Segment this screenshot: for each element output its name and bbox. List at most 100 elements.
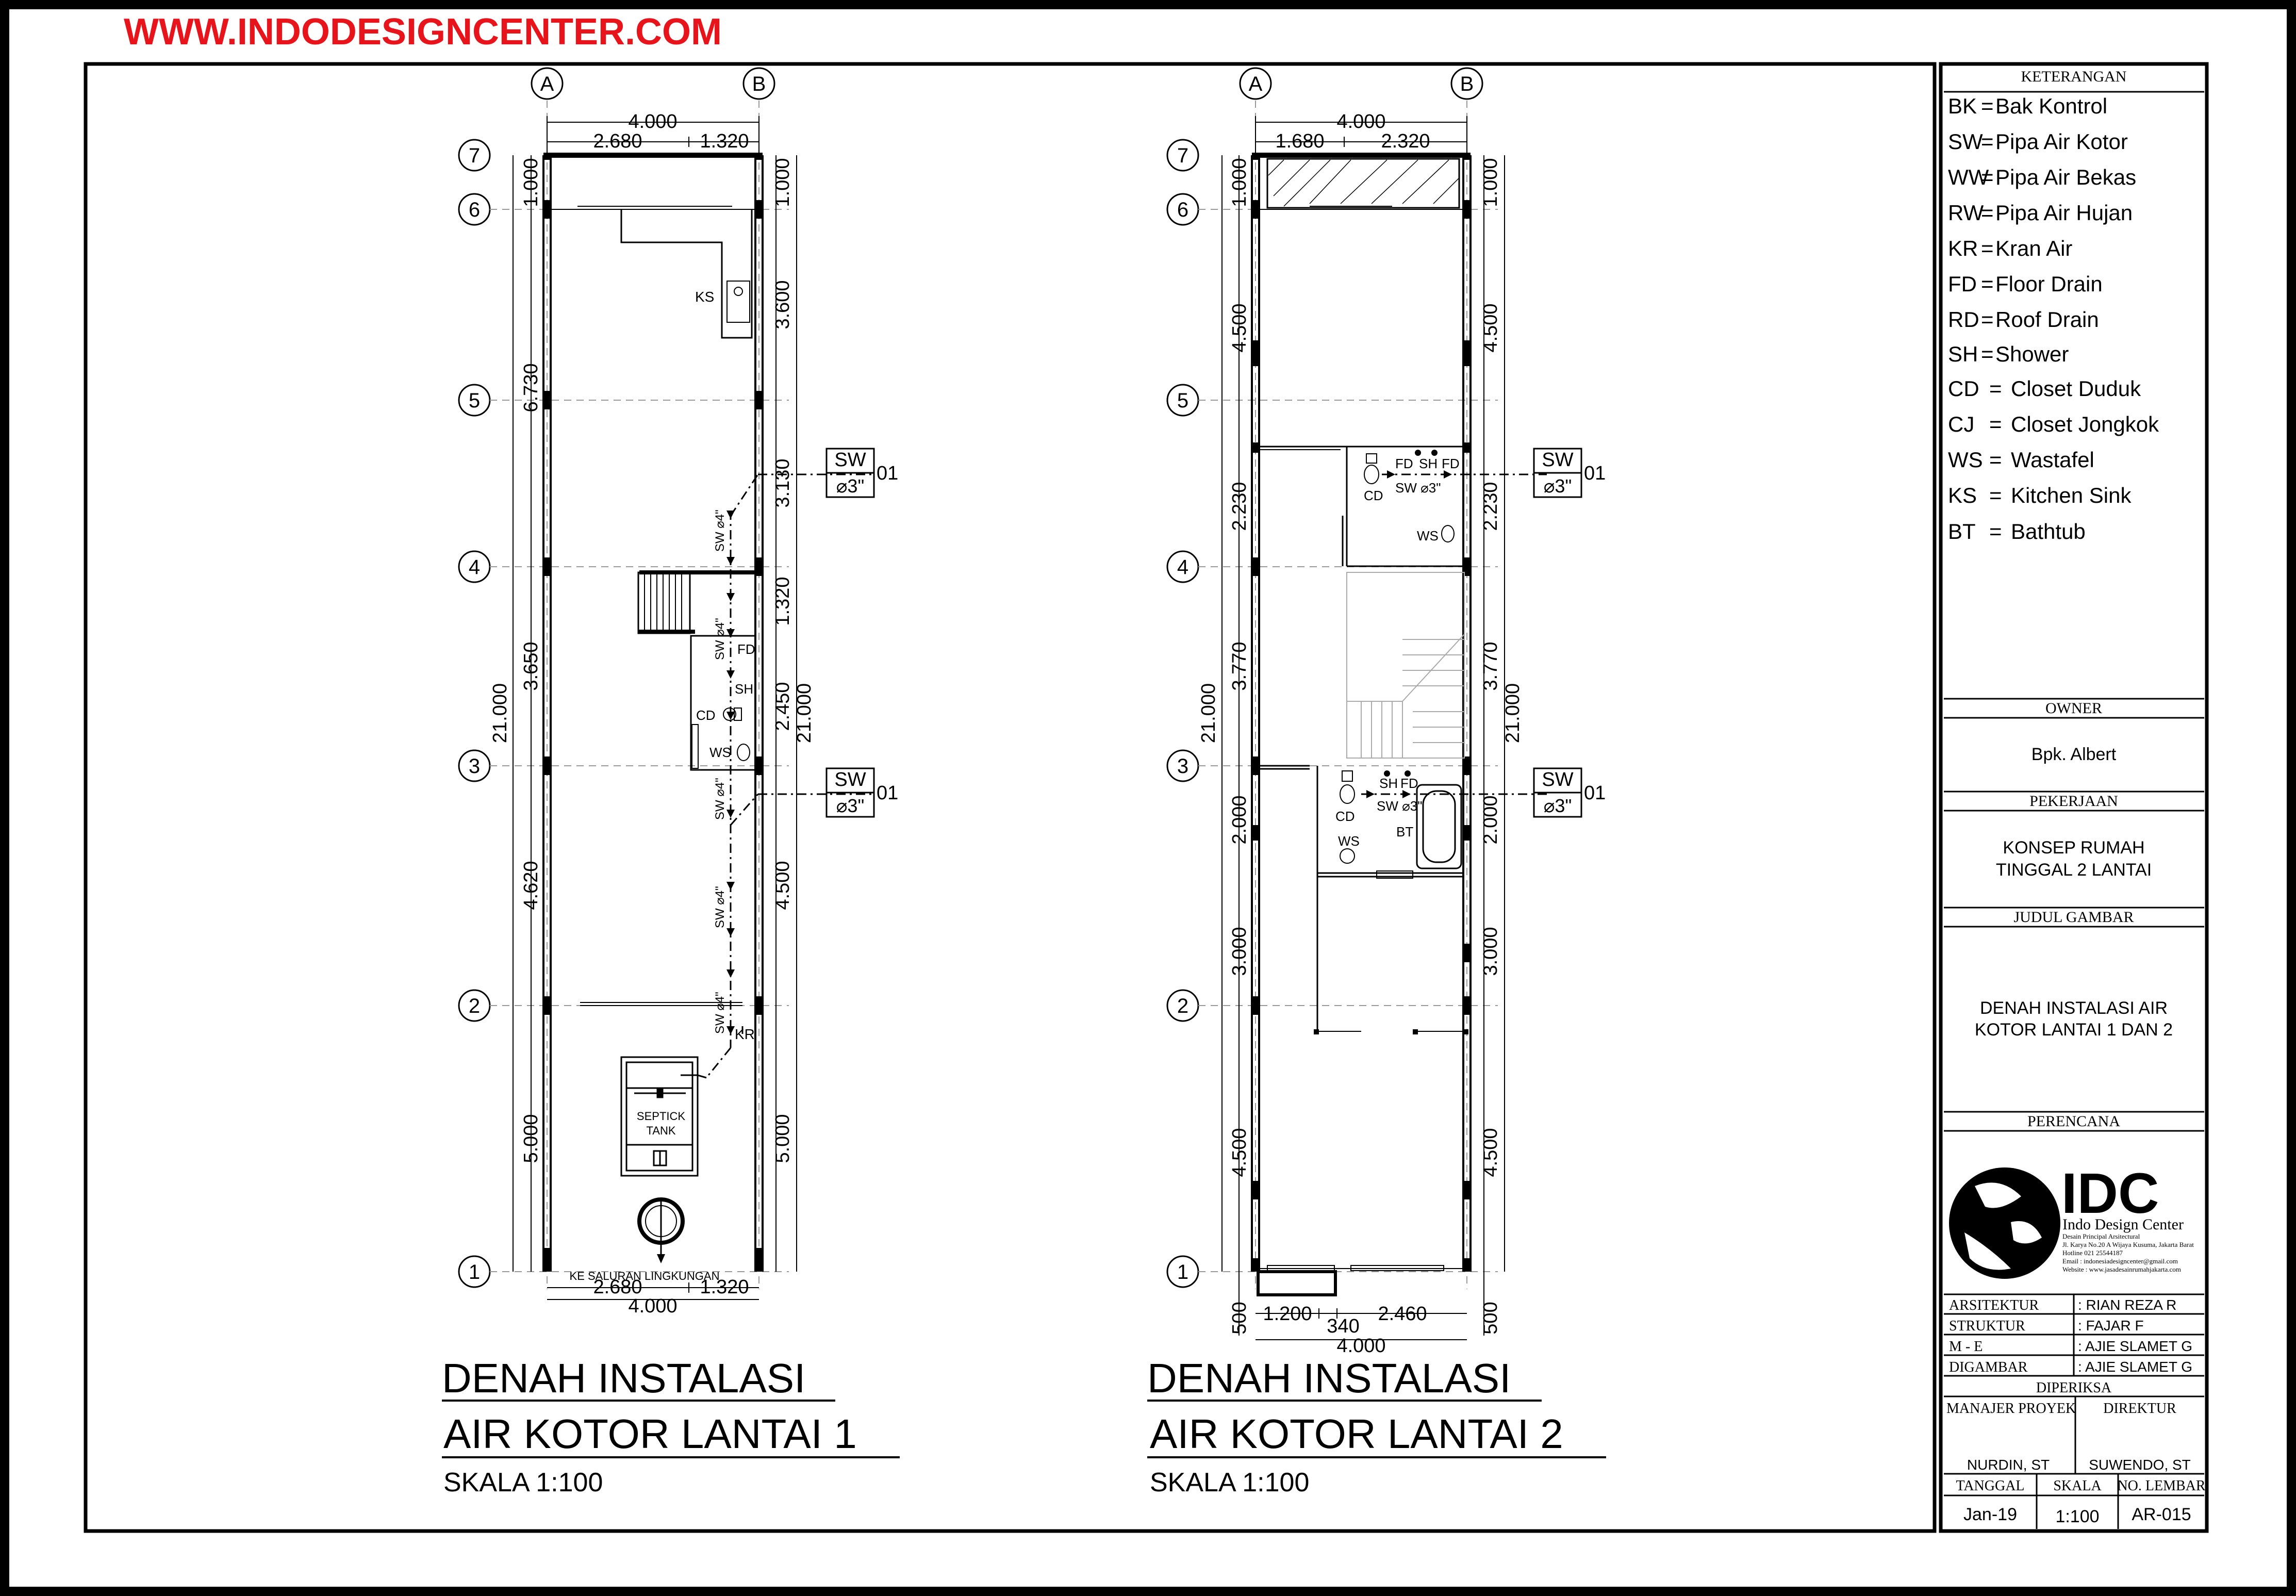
dim-top-total: 4.000: [1336, 111, 1385, 133]
lembar-value: AR-015: [2132, 1505, 2191, 1524]
direktur-name: SUWENDO, ST: [2089, 1457, 2191, 1473]
legend-text: Closet Jongkok: [2011, 412, 2159, 436]
sw-tag-dia: ⌀3": [836, 795, 864, 816]
dim-right: 500: [1480, 1302, 1501, 1334]
sw-tag-text: SW: [1542, 769, 1573, 791]
septic-label-2: TANK: [646, 1124, 675, 1137]
skala-value: 1:100: [2055, 1507, 2099, 1526]
dim-right: 2.230: [1480, 482, 1501, 531]
plan2-title-line2: AIR KOTOR LANTAI 2: [1150, 1411, 1563, 1457]
dim-left: 3.000: [1229, 927, 1250, 976]
floor-plan-1: A B 7 6 5 4 3 2 1: [442, 67, 900, 1498]
dim-bot-total: 4.000: [628, 1295, 677, 1317]
pekerjaan-heading: PEKERJAAN: [2029, 793, 2118, 810]
pekerjaan-line2: TINGGAL 2 LANTAI: [1996, 860, 2152, 880]
sw-tag-upper-2: SW ⌀3" 01: [1533, 448, 1606, 498]
dim-right: 5.000: [772, 1114, 794, 1163]
svg-text:=: =: [1989, 376, 2002, 401]
grid-row-7: 7: [469, 144, 480, 167]
dim-right: 4.500: [1480, 1128, 1501, 1177]
legend-equals: ==== ==== =====: [1981, 94, 2002, 544]
roles: ARSITEKTUR : RIAN REZA R STRUKTUR : FAJA…: [1946, 1297, 2206, 1526]
grid-row-4: 4: [1177, 556, 1188, 579]
svg-text:=: =: [1981, 272, 1994, 296]
judul-line1: DENAH INSTALASI AIR: [1980, 998, 2168, 1018]
pipe-labels-1: SW ⌀4" SW ⌀4" SW ⌀4" SW ⌀4" SW ⌀4": [713, 509, 727, 1034]
dim-bot-total: 4.000: [1336, 1335, 1385, 1357]
legend-text: Roof Drain: [1995, 307, 2099, 332]
label-sh: SH: [1379, 776, 1398, 791]
role-name: : FAJAR F: [2078, 1318, 2144, 1334]
plan2-title-line1: DENAH INSTALASI: [1147, 1355, 1511, 1401]
grid-row-4: 4: [469, 556, 480, 579]
sw-tag-no: 01: [1584, 782, 1606, 804]
sw-tag-text: SW: [834, 769, 866, 791]
dimensions-bottom-2: [1256, 1308, 1467, 1340]
legend-code: WS: [1948, 448, 1983, 472]
dimensions-top-1: [547, 116, 759, 155]
dim-top-a: 1.680: [1275, 130, 1324, 152]
pekerjaan-line1: KONSEP RUMAH: [2003, 838, 2144, 858]
sw-tag-text: SW: [1542, 449, 1573, 471]
plan1-title-line2: AIR KOTOR LANTAI 1: [443, 1411, 857, 1457]
dim-right: 3.770: [1480, 641, 1501, 690]
dim-right: 2.450: [772, 682, 794, 731]
plan2-labels: FD SH FD SW ⌀3" CD WS SH FD SW ⌀3" CD WS…: [1335, 456, 1460, 849]
role-label: DIGAMBAR: [1949, 1359, 2028, 1375]
label-sh: SH: [1419, 456, 1438, 471]
legend-code: RW: [1948, 201, 1984, 225]
logo-line: Hotline 021 25544187: [2062, 1249, 2123, 1257]
dim-left: 3.650: [520, 641, 542, 690]
svg-text:=: =: [1981, 165, 1994, 189]
dim-left: 1.000: [520, 158, 542, 207]
website-url[interactable]: WWW.INDODESIGNCENTER.COM: [124, 11, 722, 53]
label-cd: CD: [1364, 488, 1383, 503]
legend-code: FD: [1948, 272, 1977, 296]
tanggal-value: Jan-19: [1963, 1505, 2017, 1524]
sewer-pipe-1: [705, 473, 871, 1078]
drawing-frame: [84, 62, 1937, 1533]
legend-text: Kran Air: [1995, 236, 2072, 260]
skala-heading: SKALA: [2053, 1478, 2102, 1494]
septic-tank: [620, 1056, 707, 1258]
sw-tag-text: SW: [834, 449, 866, 471]
logo-line: Jl. Karya No.20 A Wijaya Kusuma, Jakarta…: [2062, 1241, 2194, 1248]
svg-text:=: =: [1989, 519, 2002, 544]
dim-right: 1.000: [772, 158, 794, 207]
grid-col-bubbles-2: A B: [1239, 67, 1483, 100]
bathroom-2-upper: [1342, 447, 1467, 567]
dim-left: 3.770: [1229, 641, 1250, 690]
direktur-heading: DIREKTUR: [2103, 1401, 2176, 1417]
dim-left: 2.000: [1229, 795, 1250, 844]
sw-tag-dia: ⌀3": [1544, 795, 1572, 816]
logo-line: Website : www.jasadesainrumahjakarta.com: [2062, 1265, 2181, 1273]
svg-text:=: =: [1981, 201, 1994, 225]
grid-row-1: 1: [1177, 1261, 1188, 1284]
label-cd: CD: [696, 707, 716, 723]
sw-tag-lower-2: SW ⌀3" 01: [1533, 767, 1606, 818]
kitchen-counter: [620, 209, 753, 339]
dim-right: 4.500: [1480, 303, 1501, 352]
grid-row-6: 6: [469, 199, 480, 221]
manajer-heading: MANAJER PROYEK: [1946, 1401, 2076, 1417]
porch: [1257, 1270, 1337, 1296]
manajer-name: NURDIN, ST: [1967, 1457, 2050, 1473]
dim-bot-mid: 340: [1327, 1315, 1359, 1337]
dim-right: 2.000: [1480, 795, 1501, 844]
role-name: : AJIE SLAMET G: [2078, 1359, 2192, 1375]
label-ws: WS: [709, 745, 731, 760]
grid-row-6: 6: [1177, 199, 1188, 221]
dimensions-bottom-1: [547, 1282, 759, 1300]
legend-code: RD: [1948, 307, 1979, 332]
stair-2: [1346, 572, 1465, 759]
stair: [637, 570, 755, 634]
legend-text: Kitchen Sink: [2011, 483, 2132, 507]
grid-row-5: 5: [469, 389, 480, 412]
logo-contact: Desain Principal Arsitectural Jl. Karya …: [2062, 1232, 2194, 1273]
legend-text: Bak Kontrol: [1995, 94, 2107, 118]
dim-right-total: 21.000: [794, 683, 815, 743]
dim-bot-b: 2.460: [1378, 1303, 1427, 1325]
legend-code: BT: [1948, 519, 1976, 544]
